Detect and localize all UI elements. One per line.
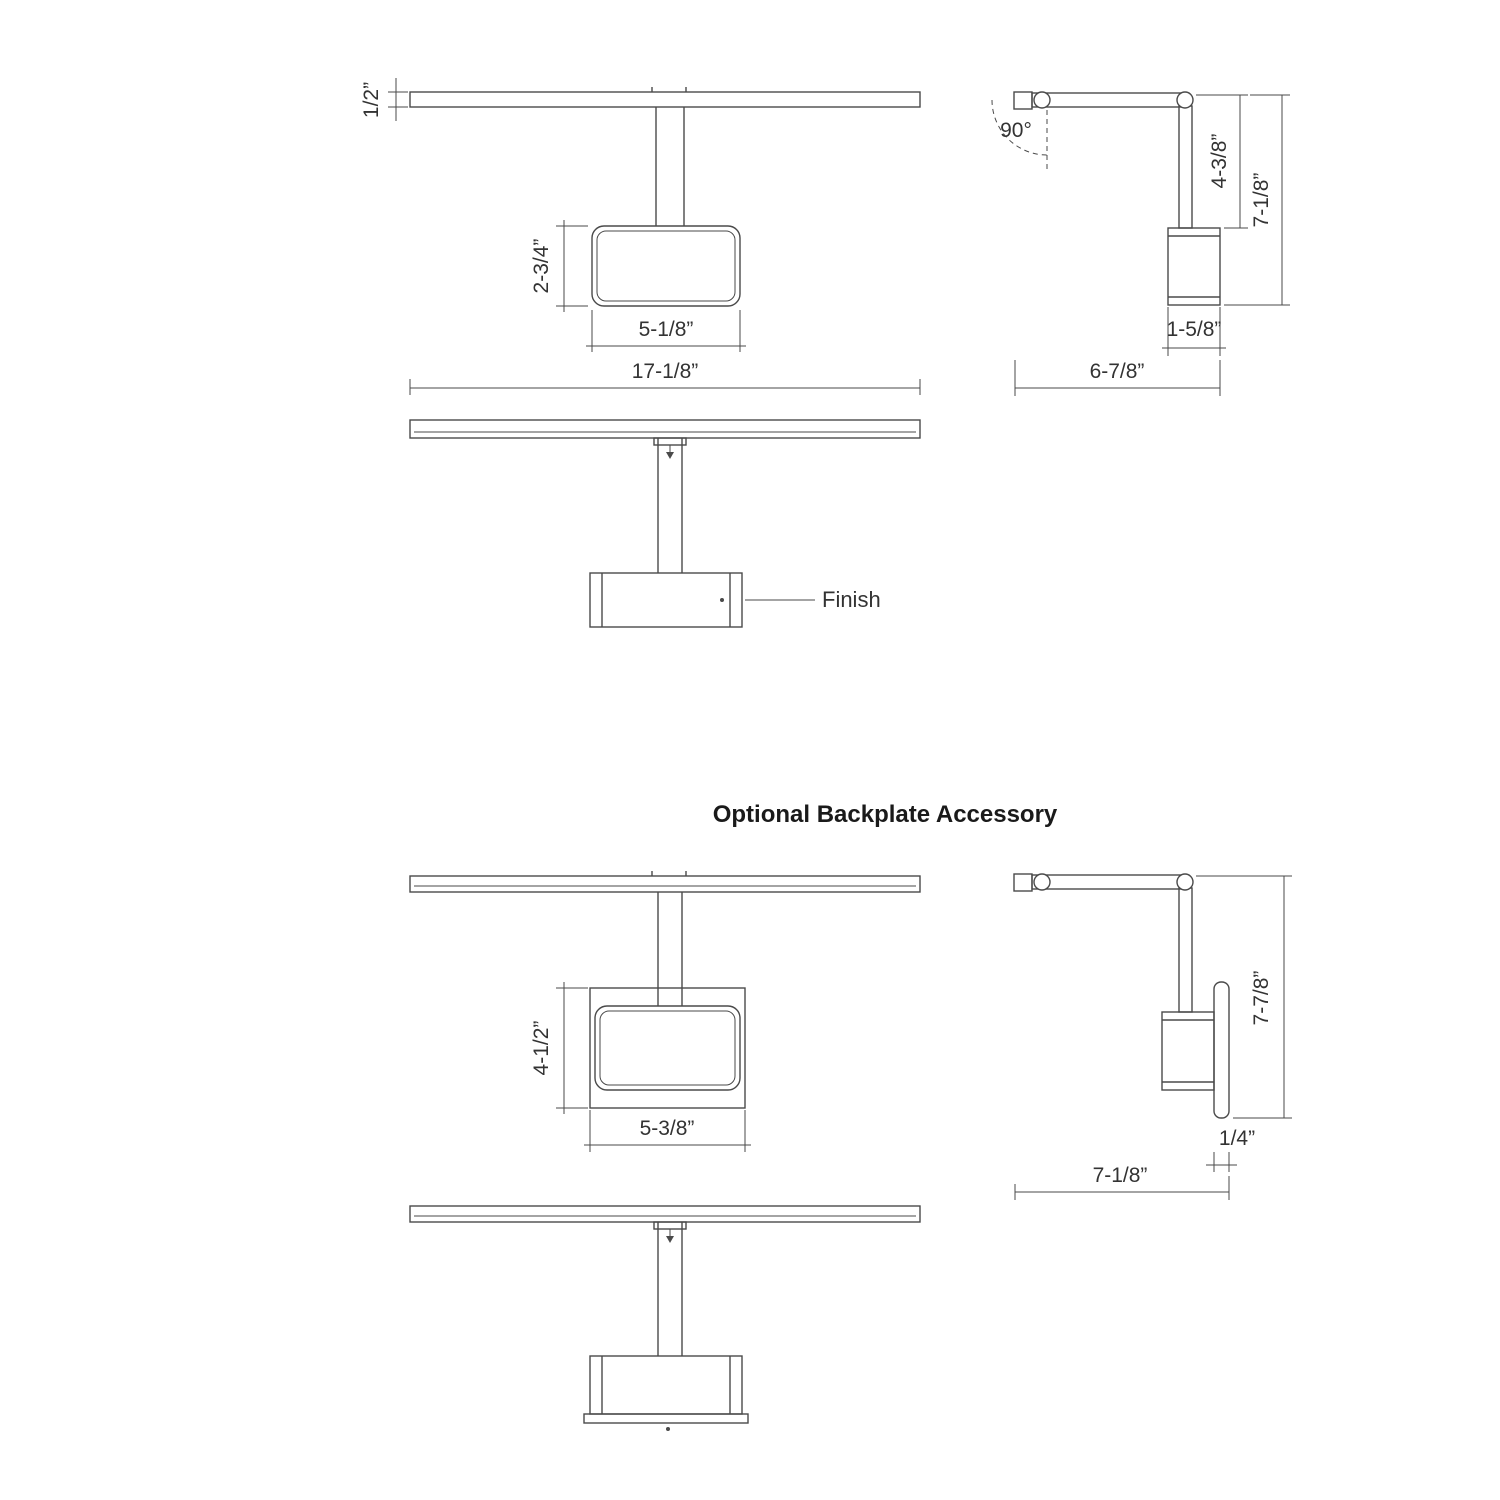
angle-annotation: 90°: [991, 99, 1048, 172]
section-title: Optional Backplate Accessory: [713, 801, 1058, 828]
dimension-canopy-width: 5-1/8”: [586, 310, 746, 352]
adjust-arrow-icon: [666, 452, 674, 459]
front-view-top: 1/2” 2-3/4” 5-1/8” 17-1/8”: [360, 78, 921, 395]
vertical-arm: [1178, 887, 1193, 1013]
dimension-backplate-width: 5-3/8”: [584, 1110, 751, 1152]
canopy: [591, 225, 741, 307]
finish-label: Finish: [822, 587, 881, 612]
dimension-bar-thickness: 1/2”: [360, 78, 408, 121]
canopy: [594, 1005, 741, 1091]
arm-endcap: [1013, 873, 1033, 892]
arm-endcap: [1013, 91, 1033, 110]
backplate: [589, 987, 746, 1109]
dimension-backplate-height: 4-1/2”: [530, 982, 588, 1114]
pivot-joint: [1176, 91, 1194, 109]
accessory-side-view: 7-7/8” 1/4” 7-1/8”: [1013, 873, 1292, 1200]
wall-mount: [1161, 1011, 1215, 1091]
dimension-label: 7-1/8”: [1093, 1164, 1148, 1187]
dimension-label: 2-3/4”: [530, 239, 553, 294]
angle-label: 90°: [1000, 119, 1032, 142]
light-bar: [409, 91, 921, 108]
dimension-overall-depth: 6-7/8”: [1014, 360, 1221, 396]
light-bar: [409, 1205, 921, 1223]
mount-block: [589, 1355, 743, 1415]
pivot-joint: [1033, 873, 1051, 891]
backplate-flange: [583, 1413, 749, 1424]
dimension-label: 7-7/8”: [1250, 971, 1273, 1026]
screw-dot: [720, 598, 724, 602]
dimension-label: 1/2”: [360, 82, 383, 118]
dimension-overall-depth: 7-1/8”: [1014, 1164, 1230, 1200]
light-bar: [409, 419, 921, 439]
dimension-label: 4-3/8”: [1208, 134, 1231, 189]
accessory-front-view-full: [409, 1205, 921, 1431]
arm: [1031, 874, 1186, 890]
vertical-arm: [1178, 105, 1193, 229]
dimension-mount-diameter: 1-5/8”: [1162, 307, 1226, 356]
dimension-label: 4-1/2”: [530, 1021, 553, 1076]
side-view: 90° 4-3/8” 7-1/8” 1-5/8” 6-7: [991, 91, 1290, 396]
mount-block: [589, 572, 743, 628]
screw-dot: [666, 1427, 670, 1431]
backplate: [1213, 981, 1230, 1119]
dimension-label: 5-1/8”: [639, 318, 694, 341]
dimension-label: 1-5/8”: [1167, 318, 1222, 341]
adjust-arrow-icon: [666, 1236, 674, 1243]
wall-mount: [1167, 227, 1221, 306]
light-bar: [409, 875, 921, 893]
dimension-arm-length: 4-3/8”: [1196, 94, 1248, 229]
arm: [1031, 92, 1186, 108]
dimension-overall-height: 7-1/8”: [1224, 94, 1290, 306]
dimension-overall-height: 7-7/8”: [1196, 875, 1292, 1119]
pivot-joint: [1033, 91, 1051, 109]
front-view-full: Finish: [409, 419, 921, 628]
accessory-front-view-top: 4-1/2” 5-3/8”: [409, 871, 921, 1152]
finish-callout: Finish: [745, 587, 881, 612]
pivot-joint: [1176, 873, 1194, 891]
dimension-label: 5-3/8”: [640, 1117, 695, 1140]
dimension-label: 7-1/8”: [1250, 173, 1273, 228]
dimension-label: 6-7/8”: [1090, 360, 1145, 383]
dimension-overall-width: 17-1/8”: [409, 360, 921, 395]
dimension-label: 1/4”: [1219, 1127, 1255, 1150]
dimension-label: 17-1/8”: [632, 360, 699, 383]
dimension-backplate-thickness: 1/4”: [1206, 1127, 1255, 1172]
dimension-canopy-height: 2-3/4”: [530, 220, 588, 312]
